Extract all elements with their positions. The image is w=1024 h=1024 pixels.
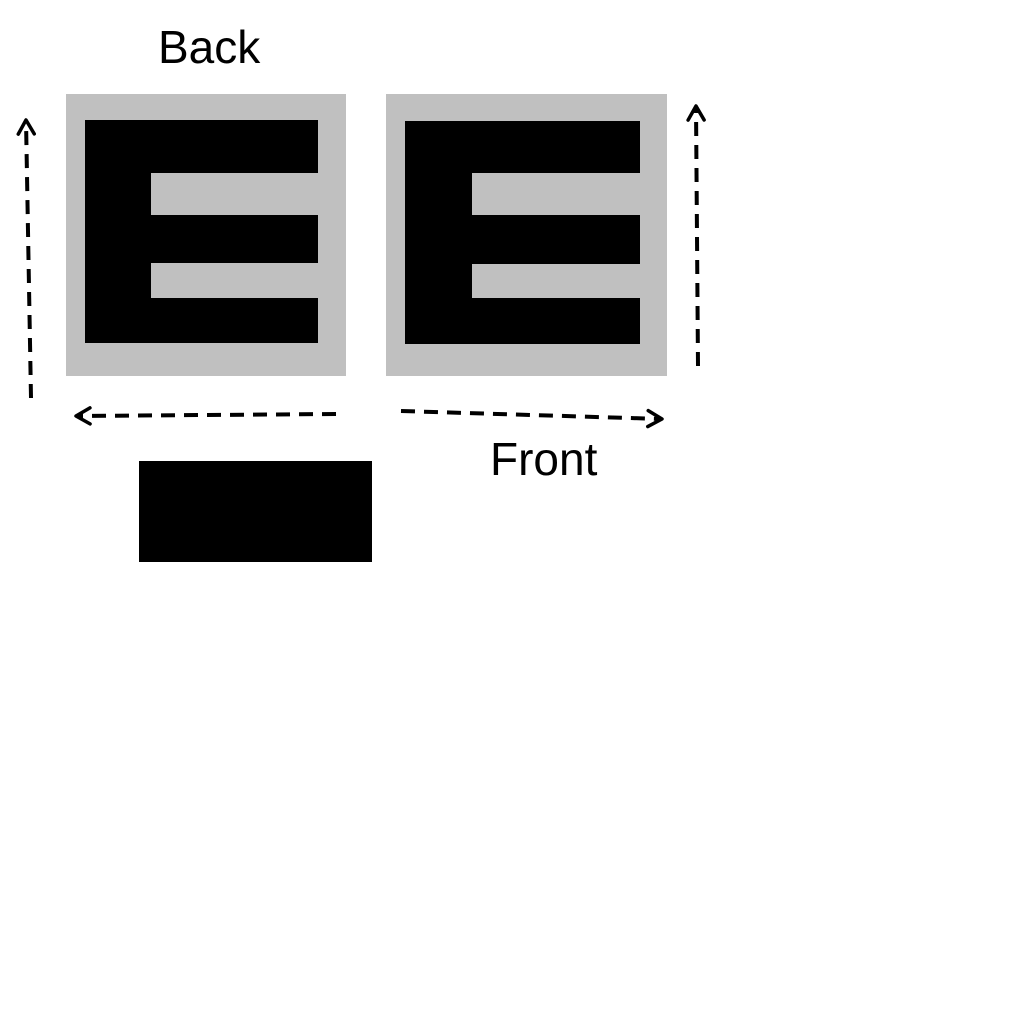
back-label: Back	[158, 21, 261, 73]
front-vertical-arrow	[686, 104, 706, 367]
black-rectangle	[139, 461, 372, 562]
back-panel	[66, 94, 346, 376]
front-horizontal-arrow	[400, 408, 664, 429]
front-label: Front	[490, 433, 598, 485]
front-panel	[386, 94, 667, 376]
front-e-glyph	[405, 121, 640, 344]
back-vertical-arrow	[16, 118, 37, 399]
back-horizontal-arrow	[74, 406, 337, 426]
back-e-glyph	[85, 120, 318, 343]
